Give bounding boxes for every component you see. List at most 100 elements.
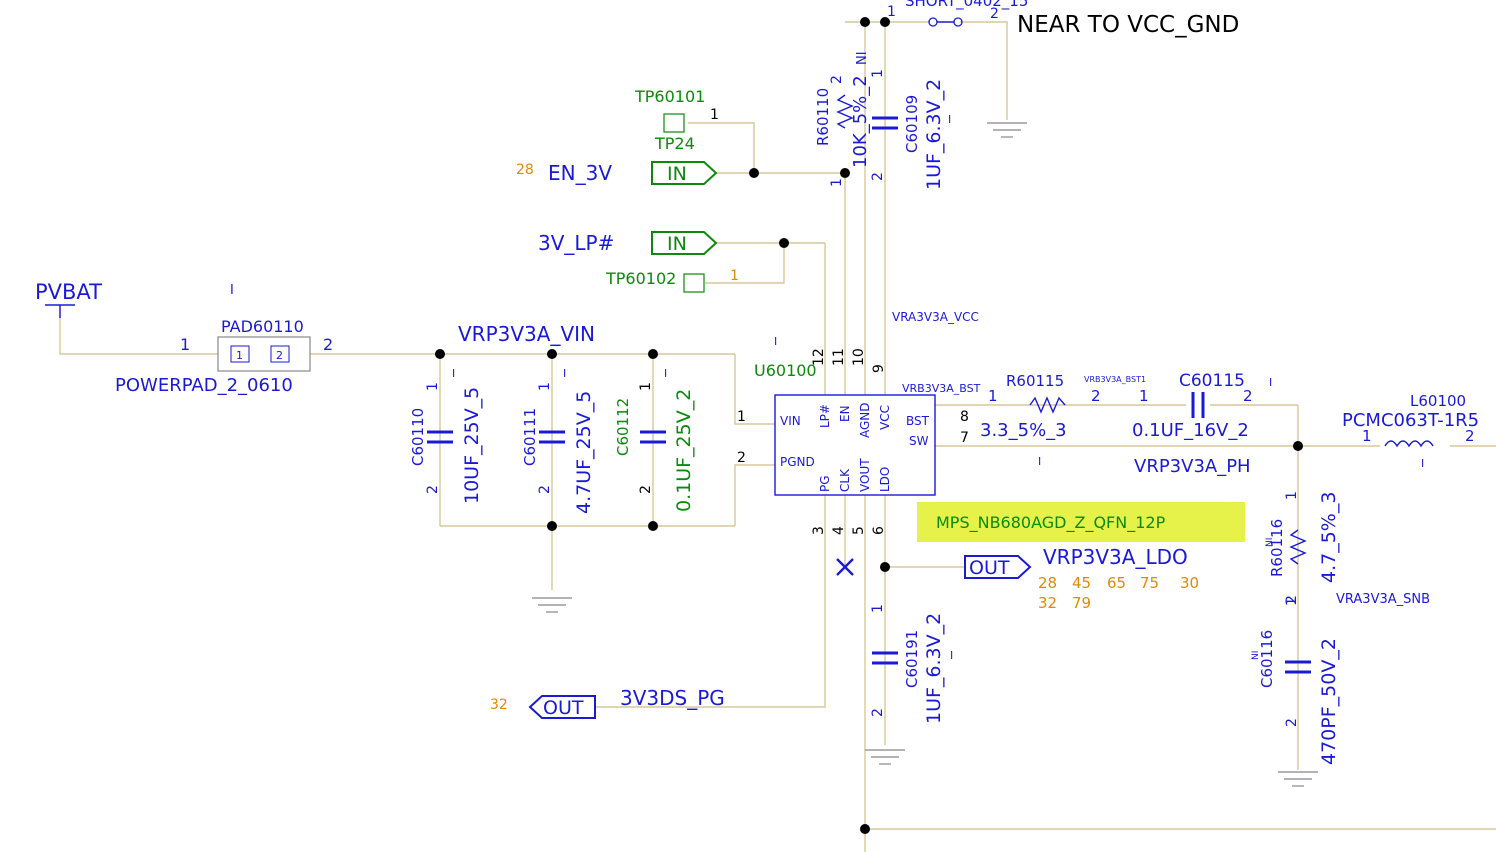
svg-text:VOUT: VOUT <box>858 458 872 492</box>
svg-text:OUT: OUT <box>543 697 584 719</box>
svg-text:VIN: VIN <box>780 414 801 428</box>
svg-text:I: I <box>1421 457 1424 470</box>
svg-text:CLK: CLK <box>838 468 852 492</box>
r60110-value: 10K_5%_2 <box>850 75 871 168</box>
r60110-pin2: 2 <box>829 75 845 84</box>
port-pg: OUT 3V3DS_PG 32 <box>490 686 725 719</box>
short-label: SHORT_0402_15 <box>905 0 1028 11</box>
l60100: L60100 PCMC063T-1R5 1 2 I <box>1342 392 1479 470</box>
net-pg: 3V3DS_PG <box>620 686 725 710</box>
svg-text:79: 79 <box>1072 594 1091 612</box>
svg-text:2: 2 <box>1465 427 1475 445</box>
pad-value: POWERPAD_2_0610 <box>115 375 293 396</box>
svg-text:1: 1 <box>870 604 886 613</box>
svg-text:NI: NI <box>1251 651 1261 660</box>
svg-text:1: 1 <box>1284 597 1300 606</box>
en-ref: 28 <box>516 162 534 178</box>
pad-pin2: 2 <box>323 335 333 354</box>
svg-text:7: 7 <box>960 430 969 446</box>
svg-text:1: 1 <box>638 382 654 391</box>
ground-symbols <box>45 122 1318 787</box>
pad60110: 1 2 PAD60110 POWERPAD_2_0610 1 2 I <box>115 283 333 396</box>
net-snb: VRA3V3A_SNB <box>1336 592 1430 607</box>
svg-text:EN: EN <box>838 405 852 422</box>
svg-text:470PF_50V_2: 470PF_50V_2 <box>1318 638 1340 765</box>
svg-text:R60116: R60116 <box>1268 519 1286 577</box>
r60110: R60110 10K_5%_2 NI 2 1 <box>814 51 871 187</box>
c60109: C60109 1UF_6.3V_2 1 2 I <box>870 69 951 190</box>
ic-ref: U60100 <box>754 361 817 380</box>
pg-ref: 32 <box>490 697 508 713</box>
svg-text:3: 3 <box>811 526 827 535</box>
c60110: C60110 10UF_25V_5 1 2 I <box>409 367 483 504</box>
svg-text:I: I <box>1038 455 1041 468</box>
svg-text:NI: NI <box>1265 538 1275 547</box>
tp60102-pin: 1 <box>730 268 739 284</box>
r60110-pin1: 1 <box>829 178 845 187</box>
svg-text:4.7_5%_3: 4.7_5%_3 <box>1318 492 1340 583</box>
port-ldo: OUT VRP3V3A_LDO 28 45 65 75 30 32 79 <box>964 545 1199 612</box>
port-en: IN EN_3V 28 <box>516 161 718 185</box>
ic-part: MPS_NB680AGD_Z_QFN_12P <box>936 513 1166 533</box>
net-vin: VRP3V3A_VIN <box>458 322 595 346</box>
c60109-pin1: 1 <box>870 69 886 78</box>
svg-text:2: 2 <box>1284 595 1300 604</box>
pad-ref: PAD60110 <box>221 317 304 336</box>
wires <box>59 21 1496 852</box>
svg-text:IN: IN <box>667 163 687 185</box>
svg-text:PG: PG <box>818 475 832 492</box>
c60109-value: 1UF_6.3V_2 <box>923 79 945 190</box>
short-pin2: 2 <box>990 6 999 22</box>
r60110-ni: NI <box>855 51 870 65</box>
svg-text:6: 6 <box>871 526 887 535</box>
svg-text:3.3_5%_3: 3.3_5%_3 <box>980 420 1067 441</box>
svg-text:OUT: OUT <box>969 557 1010 579</box>
c60191: C60191 1UF_6.3V_2 1 2 I <box>870 604 953 724</box>
svg-text:2: 2 <box>1284 718 1300 727</box>
svg-text:R60115: R60115 <box>1006 372 1064 390</box>
net-bst1: VRB3V3A_BST1 <box>1084 375 1146 384</box>
svg-text:1: 1 <box>236 349 243 362</box>
c60111: C60111 4.7UF_25V_5 1 2 I <box>521 367 595 514</box>
tp60102-ref: TP60102 <box>605 269 676 288</box>
svg-text:PCMC063T-1R5: PCMC063T-1R5 <box>1342 410 1479 431</box>
svg-text:I: I <box>563 367 566 380</box>
svg-text:10: 10 <box>851 348 867 366</box>
svg-text:2: 2 <box>1243 387 1253 405</box>
svg-text:1: 1 <box>1139 387 1149 405</box>
net-ldo: VRP3V3A_LDO <box>1043 545 1188 569</box>
c60109-ref: C60109 <box>903 95 921 153</box>
svg-text:45: 45 <box>1072 574 1091 592</box>
svg-text:C60112: C60112 <box>614 398 632 456</box>
svg-text:I: I <box>774 335 777 348</box>
no-connect-icon <box>836 558 854 576</box>
svg-text:28: 28 <box>1038 574 1057 592</box>
svg-text:C60115: C60115 <box>1179 371 1245 391</box>
svg-text:8: 8 <box>960 409 969 425</box>
tp60101-pin: 1 <box>710 107 719 123</box>
svg-text:I: I <box>230 283 234 298</box>
svg-text:AGND: AGND <box>858 402 872 438</box>
svg-text:2: 2 <box>537 485 553 494</box>
svg-text:65: 65 <box>1107 574 1126 592</box>
tp60102: TP60102 1 <box>605 268 739 293</box>
net-pvbat: PVBAT <box>35 280 102 304</box>
svg-text:75: 75 <box>1140 574 1159 592</box>
svg-text:I: I <box>452 367 455 380</box>
tp60101-ref: TP60101 <box>634 87 705 106</box>
ground-icon <box>865 749 905 765</box>
svg-text:0.1UF_16V_2: 0.1UF_16V_2 <box>1132 420 1249 441</box>
svg-text:1UF_6.3V_2: 1UF_6.3V_2 <box>923 613 945 724</box>
svg-text:I: I <box>948 113 951 126</box>
c60116: C60116 470PF_50V_2 NI 1 2 <box>1251 597 1340 765</box>
svg-text:C60116: C60116 <box>1258 630 1276 688</box>
svg-text:LDO: LDO <box>878 467 892 492</box>
svg-text:2: 2 <box>870 708 886 717</box>
svg-text:12: 12 <box>811 348 827 366</box>
svg-text:32: 32 <box>1038 594 1057 612</box>
pvbat-tee-icon <box>45 304 75 318</box>
ground-icon <box>532 597 572 613</box>
net-bst: VRB3V3A_BST <box>902 382 981 395</box>
svg-text:2: 2 <box>737 450 746 466</box>
junction-dots <box>435 17 1303 834</box>
